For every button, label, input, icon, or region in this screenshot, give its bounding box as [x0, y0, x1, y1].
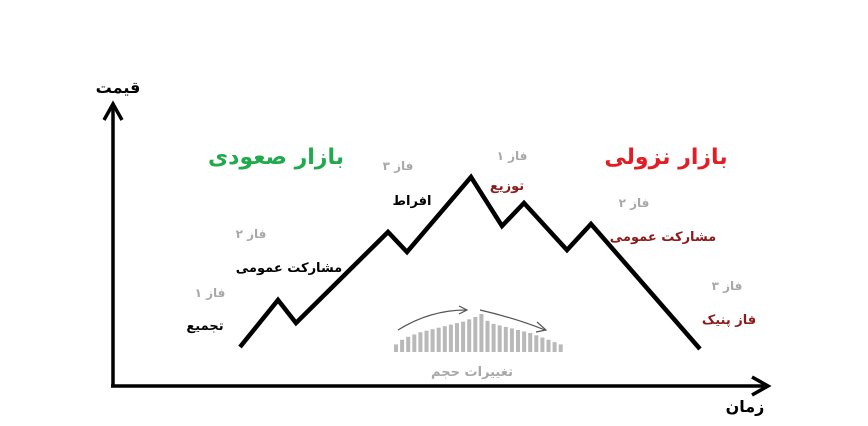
y-axis-arrowhead [102, 100, 124, 121]
volume-fall-arrowhead [535, 321, 548, 333]
price-path [238, 173, 702, 351]
bull-market-title: بازار صعودی [208, 145, 344, 170]
bull-phase2-name: مشارکت عمومی [236, 261, 342, 276]
volume-bar [522, 331, 527, 352]
volume-bar [509, 328, 514, 352]
volume-bar [442, 326, 447, 352]
volume-bar [479, 314, 484, 352]
volume-bar [558, 344, 563, 352]
bull-phase1-name: تجمیع [186, 319, 223, 334]
volume-bar [516, 330, 520, 352]
bull-phase3-number: فاز ۳ [383, 159, 414, 173]
volume-bar [394, 344, 398, 352]
bear-phase3-number: فاز ۳ [712, 279, 743, 293]
volume-bar [491, 323, 496, 352]
volume-bar [436, 327, 441, 352]
bear-phase1-number: فاز ۱ [497, 149, 528, 163]
bull-phase3-name: افراط [392, 194, 431, 209]
bear-market-title: بازار نزولی [604, 145, 727, 170]
volume-bar [461, 321, 466, 352]
volume-bar [467, 319, 472, 352]
volume-bar [424, 330, 429, 352]
bull-phase2-number: فاز ۲ [236, 227, 267, 241]
x-axis-label: زمان [726, 397, 765, 416]
x-axis-arrowhead [751, 375, 772, 397]
volume-bar [400, 339, 405, 352]
bull-phase1-number: فاز ۱ [195, 286, 226, 300]
y-axis-label: قیمت [96, 78, 141, 97]
bear-phase2-number: فاز ۲ [619, 196, 650, 210]
bear-phase2-name: مشارکت عمومی [610, 230, 716, 245]
bear-phase3-name: فاز پنیک [702, 313, 756, 328]
volume-bar [528, 333, 533, 352]
volume-bars [394, 314, 563, 352]
volume-bar [455, 323, 459, 352]
volume-fall-arrow [479, 309, 546, 331]
bear-phase1-name: توزیع [490, 179, 524, 194]
volume-bar [485, 320, 490, 352]
volume-bar [534, 335, 539, 352]
volume-bar [473, 317, 478, 352]
volume-bar [412, 334, 417, 352]
volume-bar [503, 326, 508, 352]
volume-bar [552, 342, 557, 352]
volume-rise-arrowhead [458, 305, 469, 315]
volume-bar [406, 336, 411, 352]
volume-rise-arrow [397, 309, 467, 331]
volume-bar [418, 332, 423, 352]
volume-label: تغییرات حجم [431, 365, 513, 380]
volume-bar [540, 337, 545, 352]
volume-bar [546, 339, 551, 352]
volume-bar [448, 324, 453, 352]
volume-bar [497, 325, 502, 352]
volume-bar [430, 329, 435, 352]
